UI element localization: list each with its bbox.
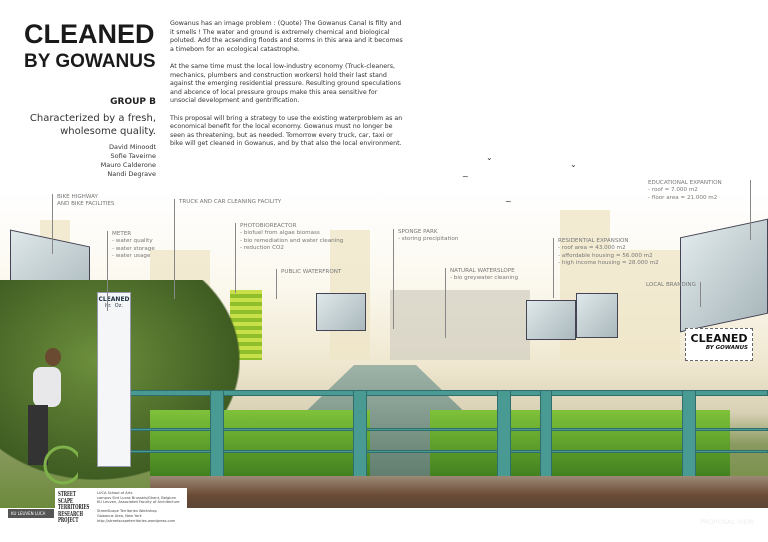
tagline: Characterized by a fresh, wholesome qual…	[29, 113, 156, 137]
annotation-truck: TRUCK AND CAR CLEANING FACILITY	[174, 199, 281, 299]
annotation-meter: METER- water quality- water storage- wat…	[107, 231, 155, 311]
author: David Minoodt	[109, 143, 156, 151]
cleaned-billboard: CLEANED BY GOWANUS	[685, 328, 753, 361]
annotation-branding: LOCAL BRANDING	[642, 282, 701, 307]
paragraph: At the same time must the local low-indu…	[170, 62, 401, 105]
bird-icon: ⌄	[486, 153, 493, 162]
view-label: PROPOSAL VIEW	[700, 518, 754, 526]
bird-icon: ~	[462, 172, 469, 181]
meter-title: CLEANED	[98, 296, 130, 303]
annotation-waterslope: NATURAL WATERSLOPE- bio greywater cleani…	[445, 268, 518, 338]
author-list: David Minoodt Sofie Taveirne Mauro Calde…	[101, 143, 156, 179]
water-meter-sign: CLEANED ltr. Oz.	[97, 292, 131, 467]
cyclist-figure	[8, 345, 83, 485]
annotation-residential: RESIDENTIAL EXPANSION- roof area = 43.00…	[553, 238, 659, 298]
author: Nandi Degrave	[107, 170, 156, 178]
university-logo: KU LEUVEN LUCA	[8, 509, 54, 518]
billboard-title: CLEANED	[690, 332, 748, 345]
meter-units: ltr. Oz.	[105, 303, 123, 309]
poster-title: CLEANED	[24, 19, 155, 49]
paragraph: This proposal will bring a strategy to u…	[170, 114, 403, 148]
author: Sofie Taveirne	[110, 152, 156, 160]
annotation-educational: EDUCATIONAL EXPANTION- roof = 7.000 m2- …	[644, 180, 751, 240]
body-text: Gowanus has an image problem : (Quote) T…	[170, 20, 405, 158]
bird-icon: ~	[505, 197, 512, 206]
annotation-sponge-park: SPONGE PARK- storing precipitation	[393, 229, 458, 329]
poster-subtitle: BY GOWANUS	[24, 51, 156, 72]
bird-icon: ⌄	[570, 160, 577, 169]
author: Mauro Calderone	[100, 161, 156, 169]
paragraph: Gowanus has an image problem : (Quote) T…	[170, 20, 403, 53]
annotation-waterfront: PUBLIC WATERFRONT	[276, 269, 341, 299]
annotation-photobioreactor: PHOTOBIOREACTOR- biofuel from algae biom…	[235, 223, 343, 293]
billboard-subtitle: BY GOWANUS	[705, 345, 748, 351]
group-label: GROUP B	[110, 97, 156, 107]
